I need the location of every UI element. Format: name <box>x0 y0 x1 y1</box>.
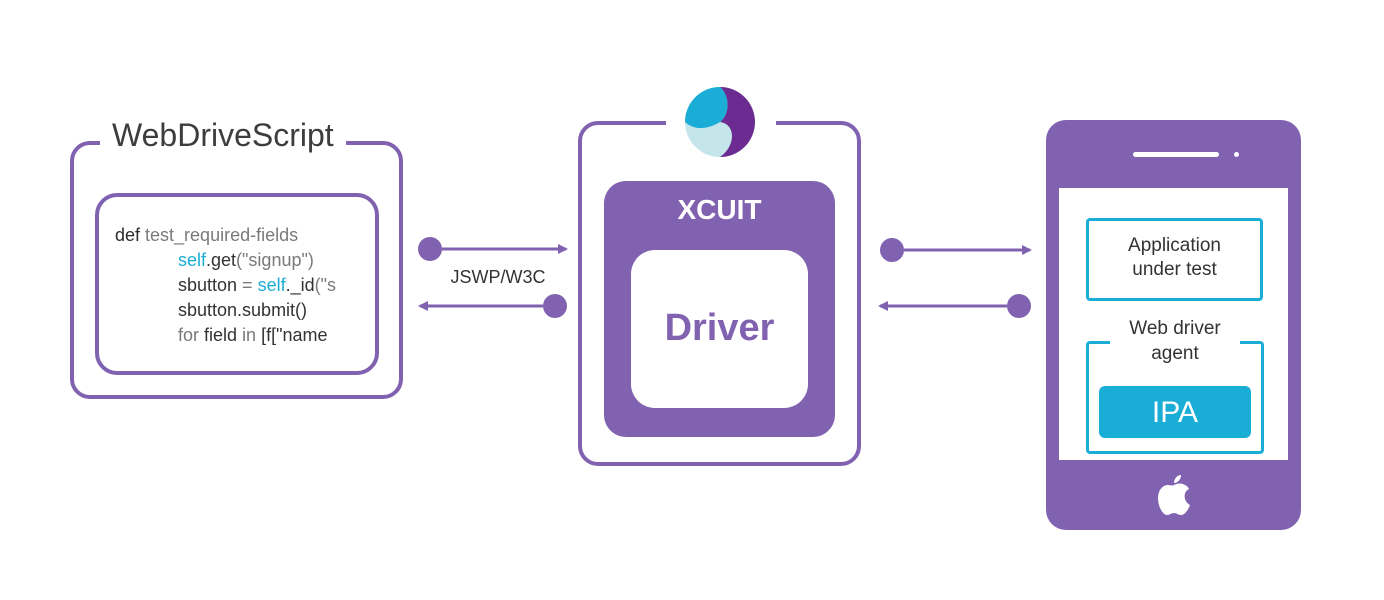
code-call: .get <box>206 250 237 270</box>
code-field: field <box>199 325 243 345</box>
code-line-5: for field in [f["name <box>178 323 327 347</box>
arrow-device-to-xcuit <box>878 294 1031 318</box>
ipa-box <box>1099 386 1251 438</box>
code-self: self <box>257 275 286 295</box>
app-under-test-label: Application under test <box>1086 234 1263 282</box>
code-self: self <box>178 250 207 270</box>
agent-label-line2: agent <box>1151 343 1199 364</box>
code-keyword-def: def <box>115 225 141 245</box>
code-arg: ("s <box>314 275 336 295</box>
arrow-xcuit-to-script <box>418 294 567 318</box>
code-keyword-in: in <box>242 325 257 345</box>
code-line-1: def test_required-fields <box>115 223 298 247</box>
driver-label: Driver <box>664 307 775 349</box>
phone-speaker <box>1133 152 1219 157</box>
ipa-label: IPA <box>1151 396 1199 429</box>
agent-label-line1: Web driver <box>1129 318 1221 339</box>
web-driver-agent-label: Web driver agent <box>1110 316 1240 366</box>
protocol-label: JSWP/W3C <box>450 267 546 287</box>
code-rest: [f["name <box>256 325 328 345</box>
code-call: ._id <box>285 275 315 295</box>
app-label-line2: under test <box>1132 259 1217 280</box>
code-arg: ("signup") <box>236 250 314 270</box>
arrow-script-to-xcuit <box>418 237 568 261</box>
xcuit-label: XCUIT <box>677 194 762 225</box>
arrow-xcuit-to-device <box>880 238 1032 262</box>
apple-logo-icon <box>1158 475 1190 515</box>
code-line-3: sbutton = self._id("s <box>178 273 336 297</box>
code-line-2: self.get("signup") <box>178 248 314 272</box>
code-keyword-for: for <box>178 325 200 345</box>
code-var: sbutton <box>178 275 238 295</box>
code-line-4: sbutton.submit() <box>178 300 308 320</box>
app-label-line1: Application <box>1128 235 1221 256</box>
xcuit-logo-icon <box>685 87 755 157</box>
code-block: def test_required-fields self.get("signu… <box>95 193 379 375</box>
phone-camera <box>1234 152 1239 157</box>
driver-box <box>631 250 808 408</box>
code-function-name: test_required-fields <box>140 225 299 245</box>
script-panel-title: WebDriveScript <box>100 113 346 157</box>
code-eq: = <box>237 275 258 295</box>
app-under-test-box <box>1086 218 1263 301</box>
